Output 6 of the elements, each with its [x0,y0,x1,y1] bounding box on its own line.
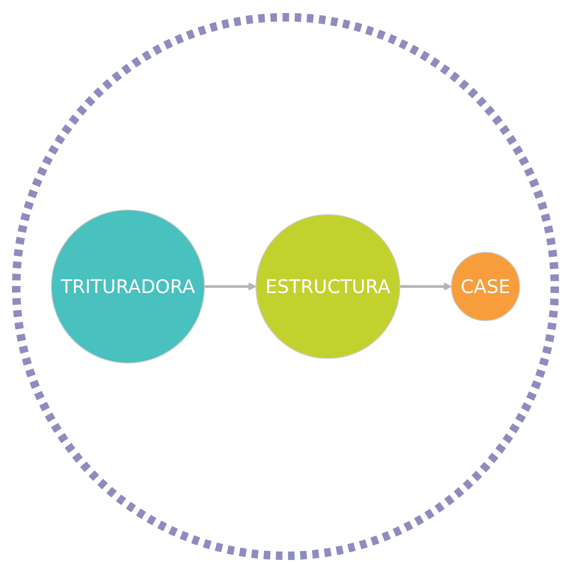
node-circle: TRITURADORA [50,209,205,364]
node-circle: CASE [450,252,520,322]
arrow [400,282,452,291]
node-circle: ESTRUCTURA [255,214,400,359]
cluster [12,13,559,560]
arrow [204,282,256,291]
